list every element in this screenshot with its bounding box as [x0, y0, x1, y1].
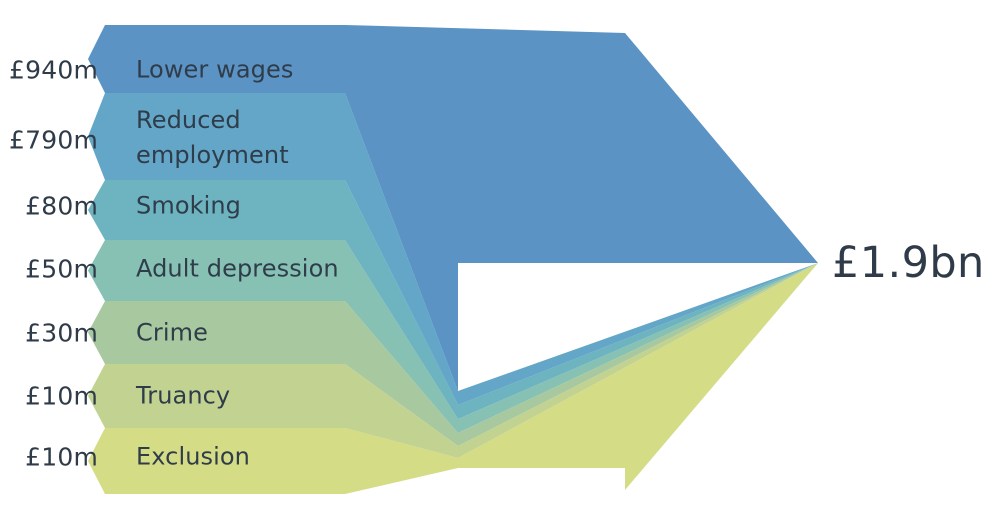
- funnel-band-7: [88, 263, 818, 494]
- band-label-2: Reduced employment: [136, 106, 289, 169]
- funnel-band-4: [88, 240, 818, 433]
- value-label-7: £10m: [25, 442, 98, 472]
- funnel-band-5: [88, 263, 818, 446]
- band-label-7: Exclusion: [136, 442, 250, 471]
- total-value-label: £1.9bn: [832, 238, 985, 288]
- funnel-band-2: [88, 93, 818, 405]
- funnel-bands: [88, 25, 818, 494]
- band-label-1: Lower wages: [136, 55, 294, 84]
- funnel-band-3: [88, 180, 818, 419]
- value-label-4: £50m: [25, 254, 98, 284]
- value-label-2: £790m: [9, 125, 98, 155]
- band-label-4: Adult depression: [136, 254, 339, 283]
- value-label-1: £940m: [9, 55, 98, 85]
- funnel-band-1: [88, 25, 818, 391]
- band-label-5: Crime: [136, 318, 208, 347]
- value-label-3: £80m: [25, 191, 98, 221]
- band-label-6: Truancy: [136, 381, 231, 410]
- value-label-6: £10m: [25, 381, 98, 411]
- band-label-3: Smoking: [136, 191, 242, 220]
- funnel-band-6: [88, 263, 818, 458]
- value-label-5: £30m: [25, 318, 98, 348]
